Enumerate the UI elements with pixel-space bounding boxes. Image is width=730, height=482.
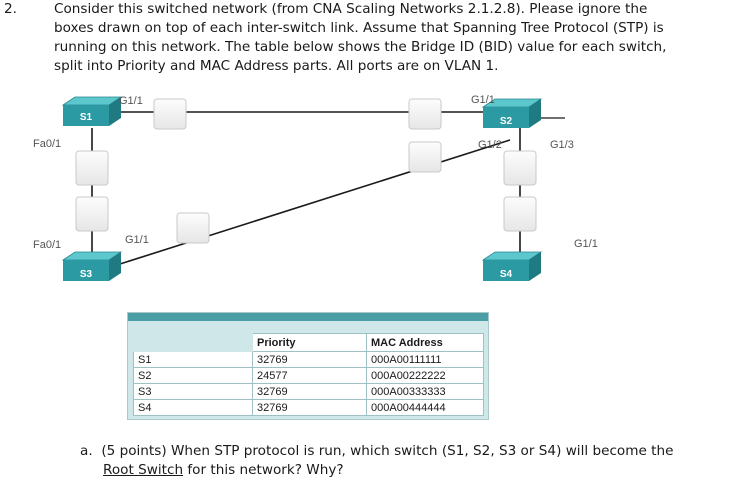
table-header-bar: [128, 313, 488, 321]
switch-s4: S4: [481, 251, 543, 281]
link-box: [503, 150, 537, 186]
question-line: Consider this switched network (from CNA…: [54, 1, 648, 17]
link-box: [503, 196, 537, 232]
table-header-row: Priority MAC Address: [133, 333, 484, 352]
link-box: [408, 98, 442, 130]
table-row: S4 32769 000A00444444: [133, 399, 484, 416]
port-label: G1/3: [550, 139, 574, 151]
table-row: S1 32769 000A00111111: [133, 351, 484, 368]
sub-question-line: a. (5 points) When STP protocol is run, …: [80, 442, 720, 461]
switch-label: S3: [80, 269, 93, 280]
switch-label: S1: [80, 112, 93, 123]
network-diagram: S1 S2 S3 S4 G1/1 G1/1 Fa0/1 G1/2 G1/3 Fa…: [33, 94, 598, 281]
link-box: [75, 196, 109, 232]
link-s3-s2: [119, 139, 511, 265]
question-number: 2.: [4, 1, 17, 17]
header-cell: MAC Address: [366, 333, 484, 352]
question-line: split into Priority and MAC Address part…: [54, 58, 499, 74]
table-cell: S1: [133, 351, 253, 368]
link-box: [176, 212, 210, 244]
sub-question-text: (5 points) When STP protocol is run, whi…: [101, 443, 674, 459]
table-cell: S3: [133, 383, 253, 400]
link-box: [153, 98, 187, 130]
sub-question-prefix: a.: [80, 443, 93, 459]
underlined-term: Root Switch: [103, 462, 184, 478]
table-cell: 000A00111111: [366, 351, 484, 368]
sub-question-line: Root Switch for this network? Why?: [80, 461, 720, 480]
switch-s3: S3: [61, 251, 123, 281]
port-label: G1/1: [574, 238, 598, 250]
table-cell: S2: [133, 367, 253, 384]
port-label: G1/1: [119, 95, 143, 107]
table-cell: 000A00333333: [366, 383, 484, 400]
table-cell: 32769: [252, 351, 367, 368]
table-row: S3 32769 000A00333333: [133, 383, 484, 400]
switch-s2: S2: [481, 98, 543, 128]
table-row: S2 24577 000A00222222: [133, 367, 484, 384]
question-line: running on this network. The table below…: [54, 39, 667, 55]
port-label: G1/1: [125, 234, 149, 246]
bid-table-panel: Priority MAC Address S1 32769 000A001111…: [127, 312, 489, 420]
switch-label: S4: [500, 269, 513, 280]
link-box: [408, 141, 442, 173]
table-cell: 000A00222222: [366, 367, 484, 384]
header-cell: [133, 333, 253, 352]
header-cell: Priority: [252, 333, 367, 352]
port-label: G1/2: [478, 139, 502, 151]
question-text: Consider this switched network (from CNA…: [54, 0, 714, 76]
sub-question: a. (5 points) When STP protocol is run, …: [80, 442, 720, 480]
port-label: Fa0/1: [33, 138, 61, 150]
port-label: Fa0/1: [33, 239, 61, 251]
switch-s1: S1: [61, 96, 123, 126]
sub-question-text: for this network? Why?: [183, 462, 344, 478]
port-label: G1/1: [471, 94, 495, 106]
table-cell: 000A00444444: [366, 399, 484, 416]
bid-table: Priority MAC Address S1 32769 000A001111…: [133, 333, 484, 416]
table-cell: S4: [133, 399, 253, 416]
question-line: boxes drawn on top of each inter-switch …: [54, 20, 664, 36]
table-cell: 24577: [252, 367, 367, 384]
table-cell: 32769: [252, 383, 367, 400]
link-box: [75, 150, 109, 186]
table-cell: 32769: [252, 399, 367, 416]
switch-label: S2: [500, 116, 513, 127]
